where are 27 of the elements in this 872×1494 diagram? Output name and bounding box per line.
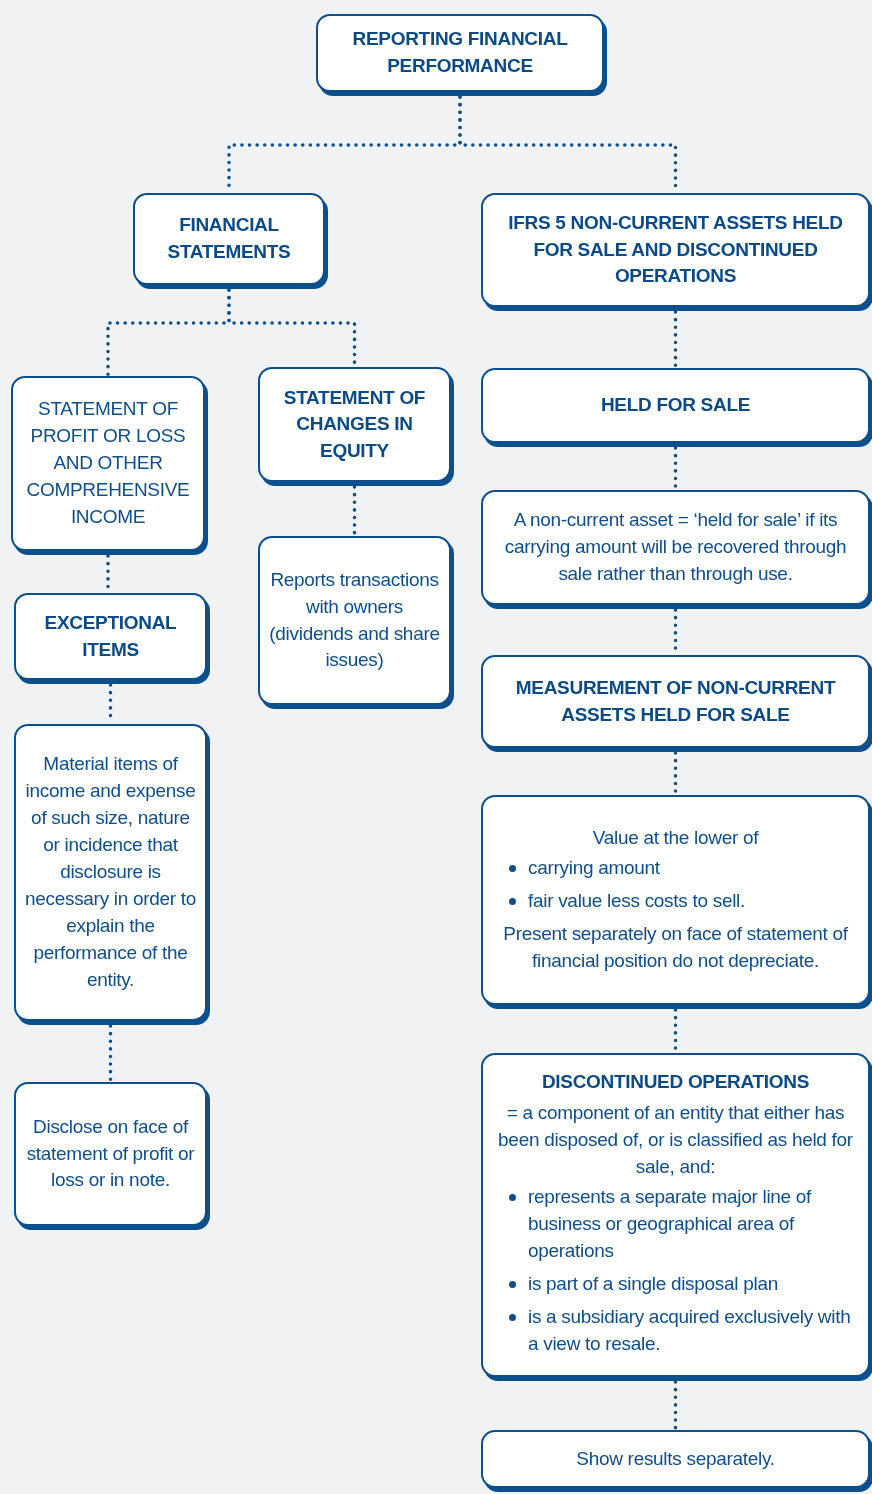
dotted-connector	[108, 1024, 113, 1083]
box-text: A non-current asset = ‘held for sale’ if its carrying amount will be recovered through sale rather than through use.	[503, 508, 848, 586]
bullet-text: fair value less costs to sell.	[528, 888, 745, 913]
box-text: = a component of an entity that either has been disposed of, or is classified as held for sale, and:	[497, 1100, 854, 1179]
dotted-connector	[352, 485, 357, 537]
box-heading: HELD FOR SALE	[599, 393, 752, 418]
box-text: Reports transactions with owners (dividends and share issues)	[268, 567, 441, 673]
box-text: STATEMENT OF PROFIT OR LOSS AND OTHER COMPREHENSIVE INCOME	[25, 397, 191, 529]
box-text: Disclose on face of statement of profit or loss or in note.	[25, 1114, 196, 1193]
bullet-text: carrying amount	[528, 855, 660, 880]
dotted-connector	[673, 310, 678, 369]
dotted-connector	[673, 446, 678, 491]
bullet-text: is a subsidiary acquired exclusively with a view to resale.	[528, 1304, 852, 1356]
box-heading: EXCEPTIONAL ITEMS	[43, 610, 178, 662]
box-text: Show results separately.	[575, 1446, 776, 1471]
bullet-text: is part of a single disposal plan	[528, 1271, 778, 1296]
dotted-connector	[673, 751, 678, 796]
box-heading: REPORTING FINANCIAL PERFORMANCE	[351, 27, 569, 78]
box-heading: STATEMENT OF CHANGES IN EQUITY	[282, 385, 427, 463]
box-heading: IFRS 5 NON-CURRENT ASSETS HELD FOR SALE AND DISCONTINUED OPERATIONS	[507, 211, 844, 289]
box-text: Material items of income and expense of such size, nature or incidence that disclosure is necessary in order to explain the performance of the entity.	[24, 752, 197, 992]
box-heading: DISCONTINUED OPERATIONS	[540, 1070, 811, 1095]
box-text: Value at the lower of	[591, 825, 760, 850]
box-heading: MEASUREMENT OF NON-CURRENT ASSETS HELD FOR SALE	[514, 675, 837, 727]
box-heading: FINANCIAL STATEMENTS	[166, 213, 292, 264]
dotted-connector	[673, 1380, 678, 1431]
box-text: Present separately on face of statement of financial position do not depreciate.	[502, 922, 849, 974]
